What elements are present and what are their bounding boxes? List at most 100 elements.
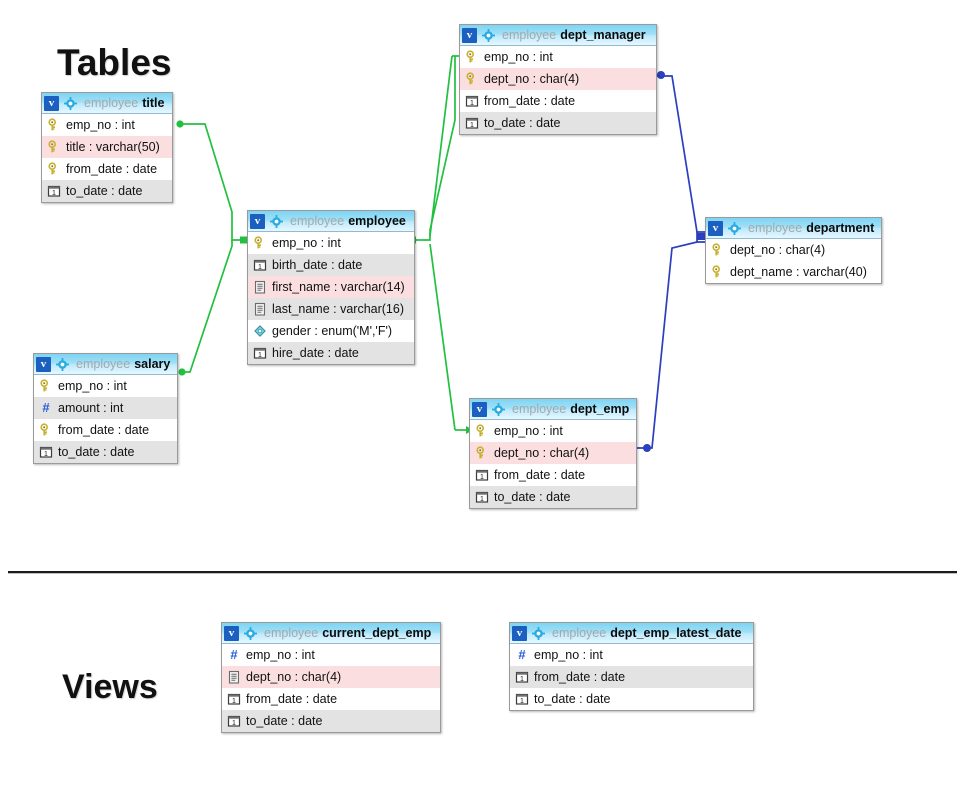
entity-schema-label: employee — [76, 357, 131, 371]
view-badge-icon: v — [462, 27, 477, 43]
column-row[interactable]: dept_no : char(4) — [470, 442, 636, 464]
column-label: to_date : date — [246, 714, 323, 728]
view-badge-icon: v — [224, 625, 239, 641]
column-row[interactable]: dept_name : varchar(40) — [706, 261, 881, 283]
column-label: to_date : date — [58, 445, 135, 459]
svg-text:1: 1 — [470, 100, 474, 107]
entity-schema-label: employee — [502, 28, 557, 42]
key-icon — [47, 162, 61, 176]
text-icon — [253, 302, 267, 316]
column-label: from_date : date — [484, 94, 576, 108]
column-row[interactable]: 1 to_date : date — [34, 441, 177, 463]
column-row[interactable]: emp_no : int — [248, 232, 414, 254]
column-row[interactable]: gender : enum('M','F') — [248, 320, 414, 342]
svg-text:1: 1 — [480, 474, 484, 481]
text-icon — [227, 670, 241, 684]
column-row[interactable]: last_name : varchar(16) — [248, 298, 414, 320]
column-row[interactable]: #emp_no : int — [510, 644, 753, 666]
date-icon: 1 — [465, 94, 479, 108]
svg-text:1: 1 — [470, 122, 474, 129]
view-badge-icon: v — [472, 401, 487, 417]
column-row[interactable]: dept_no : char(4) — [706, 239, 881, 261]
entity-name-label: title — [142, 96, 165, 110]
column-label: to_date : date — [66, 184, 143, 198]
date-icon: 1 — [465, 116, 479, 130]
column-row[interactable]: first_name : varchar(14) — [248, 276, 414, 298]
key-icon — [465, 72, 479, 86]
gear-icon — [243, 626, 259, 641]
column-label: emp_no : int — [58, 379, 127, 393]
column-row[interactable]: 1 hire_date : date — [248, 342, 414, 364]
svg-text:1: 1 — [520, 676, 524, 683]
svg-text:1: 1 — [232, 720, 236, 727]
column-row[interactable]: dept_no : char(4) — [460, 68, 656, 90]
column-label: from_date : date — [494, 468, 586, 482]
column-row[interactable]: 1 from_date : date — [460, 90, 656, 112]
svg-text:1: 1 — [44, 451, 48, 458]
column-label: amount : int — [58, 401, 124, 415]
entity-schema-label: employee — [552, 626, 607, 640]
column-label: hire_date : date — [272, 346, 359, 360]
column-row[interactable]: #amount : int — [34, 397, 177, 419]
gear-icon — [63, 96, 79, 111]
relation-employee-salary — [182, 240, 233, 373]
column-row[interactable]: from_date : date — [34, 419, 177, 441]
column-row[interactable]: dept_no : char(4) — [222, 666, 440, 688]
column-row[interactable]: emp_no : int — [34, 375, 177, 397]
date-icon: 1 — [39, 445, 53, 459]
column-row[interactable]: 1 from_date : date — [470, 464, 636, 486]
column-row[interactable]: 1 to_date : date — [222, 710, 440, 732]
date-icon: 1 — [253, 346, 267, 360]
column-row[interactable]: title : varchar(50) — [42, 136, 172, 158]
view-badge-icon: v — [250, 213, 265, 229]
gear-icon — [55, 357, 71, 372]
date-icon: 1 — [227, 714, 241, 728]
column-label: emp_no : int — [484, 50, 553, 64]
number-icon: # — [230, 647, 238, 662]
gear-icon — [481, 28, 497, 43]
column-row[interactable]: emp_no : int — [460, 46, 656, 68]
view-badge-icon: v — [708, 220, 723, 236]
key-icon — [39, 379, 53, 393]
column-label: first_name : varchar(14) — [272, 280, 405, 294]
column-row[interactable]: emp_no : int — [470, 420, 636, 442]
svg-text:1: 1 — [480, 496, 484, 503]
svg-text:1: 1 — [520, 698, 524, 705]
entity-name-label: dept_emp — [570, 402, 630, 416]
column-row[interactable]: #emp_no : int — [222, 644, 440, 666]
column-row[interactable]: emp_no : int — [42, 114, 172, 136]
column-label: emp_no : int — [494, 424, 563, 438]
date-icon: 1 — [515, 692, 529, 706]
column-label: dept_no : char(4) — [730, 243, 826, 257]
view-badge-icon: v — [36, 356, 51, 372]
entity-name-label: employee — [348, 214, 406, 228]
date-icon: 1 — [515, 670, 529, 684]
column-label: dept_name : varchar(40) — [730, 265, 867, 279]
column-row[interactable]: from_date : date — [42, 158, 172, 180]
relation-employee-deptmanager-stub — [415, 56, 456, 241]
